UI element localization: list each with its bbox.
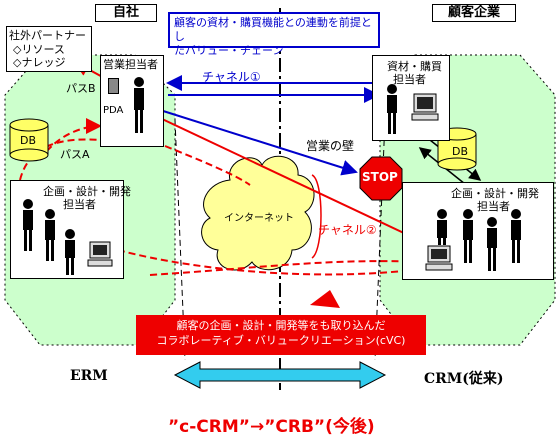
- internet-label: インターネット: [224, 213, 294, 224]
- channel-1-label: チャネル①: [202, 70, 261, 84]
- right-planning-label-2: 担当者: [477, 200, 510, 213]
- sales-label: 営業担当者: [103, 58, 158, 71]
- path-a-label: パスA: [60, 148, 90, 161]
- cvc-line-1: 顧客の企画・設計・開発等をも取り込んだ: [176, 319, 386, 332]
- left-planning-label-1: 企画・設計・開発: [43, 185, 131, 198]
- left-company-title: 自社: [95, 4, 157, 22]
- procurement-box: 資材・購買 担当者: [372, 55, 450, 141]
- partner-box: 社外パートナー ◇リソース ◇ナレッジ: [6, 26, 92, 72]
- procurement-label-1: 資材・購買: [387, 60, 442, 73]
- sales-box: 営業担当者 PDA: [100, 55, 164, 147]
- db-right-label: DB: [452, 145, 469, 158]
- cvc-line-2: コラボレーティブ・バリュークリエーション(cVC): [156, 334, 406, 347]
- right-planning-people: [425, 209, 521, 271]
- procurement-person-pc: [387, 84, 439, 134]
- right-company-title: 顧客企業: [432, 4, 516, 22]
- crm-label: CRM(従来): [424, 371, 504, 387]
- erm-label: ERM: [70, 368, 108, 384]
- left-planning-people: [23, 199, 113, 275]
- callout-line-2: たバリュー・チェーン: [174, 44, 284, 57]
- value-chain-callout: 顧客の資材・購買機能との連動を前提とし たバリュー・チェーン: [168, 12, 380, 57]
- partner-item-resource: ◇リソース: [13, 43, 65, 56]
- partner-title: 社外パートナー: [9, 29, 86, 42]
- partner-item-knowledge: ◇ナレッジ: [13, 56, 66, 69]
- callout-line-1: 顧客の資材・購買機能との連動を前提とし: [174, 16, 372, 43]
- db-left-label: DB: [20, 134, 37, 147]
- path-b-label: パスB: [66, 82, 96, 95]
- right-planning-label-1: 企画・設計・開発: [451, 187, 539, 200]
- wall-label: 営業の壁: [306, 139, 355, 153]
- procurement-label-2: 担当者: [393, 73, 426, 86]
- bidirectional-arrow: [173, 361, 387, 389]
- db-left-cylinder: [9, 118, 49, 162]
- cvc-band: 顧客の企画・設計・開発等をも取り込んだ コラボレーティブ・バリュークリエーション…: [136, 315, 426, 355]
- channel-2-label: チャネル②: [318, 223, 377, 237]
- bottom-label: ”c-CRM”→”CRB”(今後): [168, 417, 375, 437]
- stop-sign: [359, 156, 403, 201]
- person-icon: [134, 77, 144, 133]
- stop-label: STOP: [362, 170, 398, 184]
- left-planning-label-2: 担当者: [63, 198, 96, 211]
- pda-icon: [108, 78, 119, 94]
- pda-label: PDA: [103, 105, 124, 116]
- internet-cloud: [201, 155, 315, 271]
